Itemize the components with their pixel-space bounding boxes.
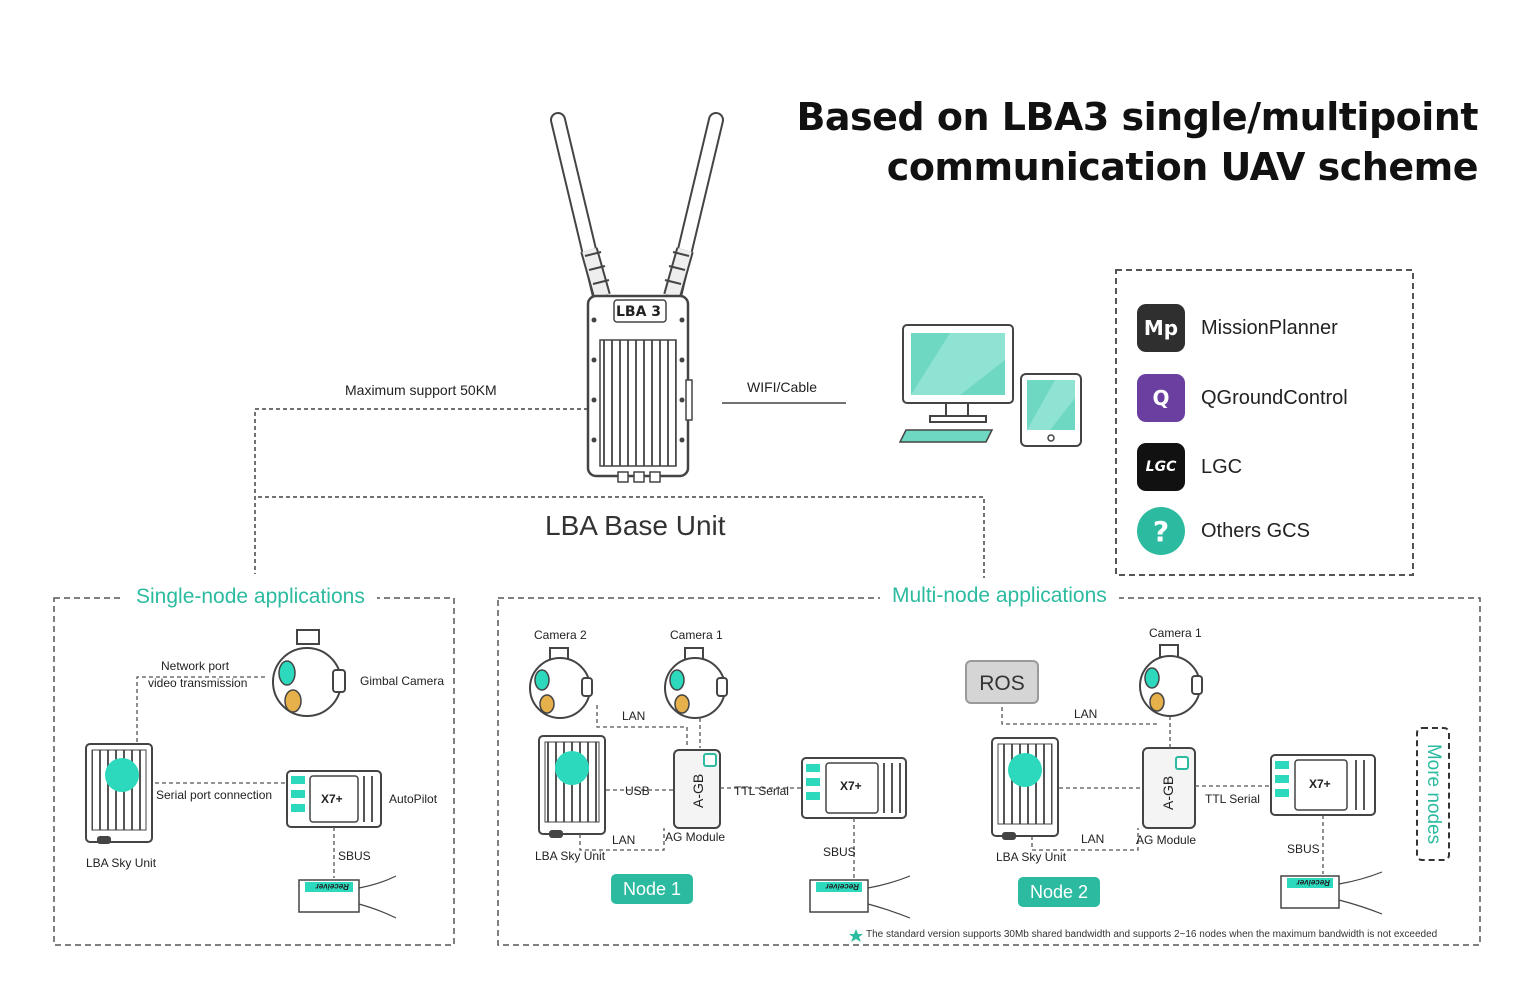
gcs-name: LGC (1201, 455, 1243, 478)
autopilot-label: AutoPilot (389, 792, 438, 806)
title-line-2: communication UAV scheme (886, 145, 1479, 189)
camera-1-node2 (1139, 644, 1203, 717)
sky-unit-label-single: LBA Sky Unit (86, 856, 157, 870)
ag-module-node2 (1142, 747, 1196, 829)
autopilot-x7-node2 (1270, 754, 1376, 816)
x7-label-node2: X7+ (1309, 777, 1331, 791)
lba3-base-device (550, 112, 724, 483)
lgc-icon: LGC (1137, 443, 1185, 491)
network-port-label: Network port (161, 659, 230, 673)
title-line-1: Based on LBA3 single/multipoint (796, 95, 1478, 139)
link-label: WIFI/Cable (747, 379, 818, 395)
gimbal-camera-single (272, 629, 346, 717)
video-transmission-label: video transmission (148, 676, 248, 690)
camera-2-node1 (529, 647, 593, 719)
gcs-panel (1115, 269, 1414, 576)
multi-section-title: Multi-node applications (880, 584, 1119, 608)
computer-icon (898, 324, 1014, 443)
usb-label: USB (625, 784, 650, 798)
page-title: Based on LBA3 single/multipoint communic… (796, 92, 1478, 192)
right-antenna (663, 112, 724, 304)
missionplanner-badge: Mp (1143, 316, 1179, 340)
ag-module-label-node1: AG Module (665, 830, 726, 844)
lgc-badge: LGC (1145, 459, 1177, 475)
ag-module-node1 (673, 749, 721, 829)
receiver-label-single: Receiver (315, 882, 349, 891)
sky-unit-label-node1: LBA Sky Unit (535, 849, 606, 863)
others-badge: ? (1152, 514, 1170, 548)
lba-sky-unit-node2 (991, 737, 1059, 840)
receiver-label-node1: Receiver (825, 882, 859, 891)
node-2-badge: Node 2 (1018, 877, 1100, 907)
gcs-item-others[interactable]: ? Others GCS (1137, 507, 1310, 555)
sbus-label-node1: SBUS (823, 845, 856, 859)
serial-port-label: Serial port connection (156, 788, 273, 802)
node1-connections (579, 705, 855, 878)
receiver-node1 (809, 875, 911, 919)
missionplanner-icon: Mp (1137, 304, 1185, 352)
gcs-item-lgc[interactable]: LGC LGC (1137, 443, 1242, 491)
ag-module-label-node2: AG Module (1136, 833, 1197, 847)
gimbal-camera-label: Gimbal Camera (360, 674, 445, 688)
receiver-node2 (1280, 871, 1383, 915)
agb-label-node1: A-GB (690, 774, 706, 808)
qgroundcontrol-badge: Q (1152, 386, 1170, 410)
base-connections (254, 402, 985, 578)
sbus-label-single: SBUS (338, 849, 371, 863)
agb-label-node2: A-GB (1160, 776, 1176, 810)
lan-top-label-node2: LAN (1074, 707, 1098, 721)
node-1-badge: Node 1 (611, 874, 693, 904)
x7-label-node1: X7+ (840, 779, 862, 793)
lba3-device-label: LBA 3 (616, 304, 661, 320)
camera-2-label: Camera 2 (534, 628, 587, 642)
ttl-serial-label-node2: TTL Serial (1205, 792, 1260, 806)
lba-sky-unit-node1 (538, 735, 606, 838)
autopilot-x7-node1 (801, 757, 907, 819)
bandwidth-footnote: The standard version supports 30Mb share… (866, 929, 1438, 940)
qgroundcontrol-icon: Q (1137, 374, 1185, 422)
question-icon: ? (1137, 507, 1185, 555)
ros-box: ROS (965, 660, 1039, 704)
lan-top-label-node1: LAN (622, 709, 646, 723)
ttl-serial-label-node1: TTL Serial (734, 784, 789, 798)
camera-1-node1 (664, 647, 728, 719)
gcs-name: Others GCS (1201, 519, 1310, 542)
lan-bottom-label-node1: LAN (612, 833, 636, 847)
node2-connections (1001, 707, 1324, 874)
lan-bottom-label-node2: LAN (1081, 832, 1105, 846)
gcs-item-qgroundcontrol[interactable]: Q QGroundControl (1137, 374, 1348, 422)
single-connections (136, 676, 335, 878)
lba-sky-unit-single (85, 743, 153, 844)
star-icon (849, 929, 863, 942)
range-label: Maximum support 50KM (345, 382, 497, 398)
base-unit-label: LBA Base Unit (545, 510, 726, 541)
receiver-label-node2: Receiver (1296, 878, 1330, 887)
x7-label-single: X7+ (321, 792, 343, 806)
gcs-name: MissionPlanner (1201, 316, 1338, 339)
tablet-icon (1020, 373, 1082, 447)
left-antenna (550, 112, 611, 304)
gcs-name: QGroundControl (1201, 386, 1348, 409)
more-nodes-box: More nodes (1416, 727, 1450, 861)
single-section-title: Single-node applications (124, 585, 377, 609)
gcs-item-missionplanner[interactable]: Mp MissionPlanner (1137, 304, 1338, 352)
receiver-single (298, 875, 397, 919)
autopilot-x7-single (286, 770, 382, 828)
more-nodes-label: More nodes (1423, 743, 1444, 845)
sky-unit-label-node2: LBA Sky Unit (996, 850, 1067, 864)
sbus-label-node2: SBUS (1287, 842, 1320, 856)
camera-1-label-node2: Camera 1 (1149, 626, 1202, 640)
camera-1-label-node1: Camera 1 (670, 628, 723, 642)
